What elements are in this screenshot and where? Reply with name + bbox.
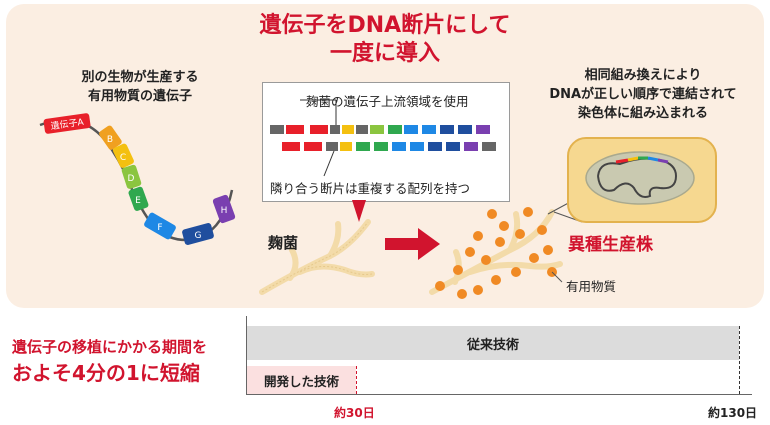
recombination-label-line-1: 相同組み換えにより: [584, 68, 702, 83]
gene-segment-d-label: D: [128, 174, 135, 184]
gene-segment-f: F: [144, 212, 176, 240]
recombination-label: 相同組み換えにより DNAが正しい順序で連結されて 染色体に組み込まれる: [528, 66, 758, 123]
gene-segment-b-label: B: [107, 135, 113, 145]
recombination-label-line-2: DNAが正しい順序で連結されて: [549, 87, 737, 102]
tick-label-30-days: 約30日: [334, 406, 375, 420]
gene-segments: 遺伝子A B C D E F G H: [43, 113, 236, 245]
useful-leader: [551, 271, 563, 283]
koji-label: 麹菌: [268, 234, 299, 252]
conventional-tech-label: 従来技術: [466, 337, 519, 353]
developed-tech-label: 開発した技術: [263, 373, 339, 389]
period-comparison-timeline: 従来技術 開発した技術 約30日 約130日: [246, 316, 766, 420]
summary-line-2: およそ4分の1に短縮: [12, 361, 200, 385]
tick-label-130-days: 約130日: [708, 406, 758, 420]
developed-tech-bar: 開発した技術: [247, 366, 356, 394]
marker-130-days: [739, 326, 740, 394]
title-line-1: 遺伝子をDNA断片にして: [259, 13, 511, 38]
source-gene-label-line-1: 別の生物が生産する: [81, 70, 199, 85]
gene-segment-h-label: H: [221, 206, 228, 216]
gene-segment-e-label: E: [135, 196, 141, 206]
main-title: 遺伝子をDNA断片にして 一度に導入: [150, 12, 620, 68]
gene-segment-b: B: [99, 125, 122, 150]
hetero-strain-label: 異種生産株: [568, 235, 653, 255]
fragment-row-1: [270, 125, 490, 134]
gene-segment-f-label: F: [157, 223, 162, 233]
gene-segment-c-label: C: [120, 153, 126, 163]
callout-pointer: [352, 200, 366, 222]
timeline-axis-vertical: [246, 316, 247, 394]
source-gene-label-line-2: 有用物質の遺伝子: [87, 89, 192, 104]
callout-top-text: 麹菌の遺伝子上流領域を使用: [306, 94, 469, 109]
marker-30-days: [356, 366, 357, 394]
gene-segment-e: E: [128, 186, 149, 211]
summary-text: 遺伝子の移植にかかる期間を およそ4分の1に短縮: [12, 336, 242, 388]
timeline-axis-horizontal: [246, 394, 752, 395]
hetero-strain-illustration: [429, 207, 563, 299]
gene-segment-c: C: [112, 143, 134, 168]
cell-chromosome-illustration: [567, 137, 717, 223]
source-gene-label: 別の生物が生産する 有用物質の遺伝子: [40, 68, 240, 106]
gene-segment-d: D: [121, 164, 142, 189]
transform-arrow: [385, 228, 440, 260]
callout-bottom-text: 隣り合う断片は重複する配列を持つ: [270, 181, 471, 196]
conventional-tech-bar: 従来技術: [247, 326, 739, 360]
gene-segment-g-label: G: [195, 231, 202, 241]
gene-segment-a: 遺伝子A: [43, 113, 91, 134]
gene-segment-h: H: [212, 194, 236, 224]
summary-line-1: 遺伝子の移植にかかる期間を: [12, 338, 208, 356]
gene-segment-g: G: [182, 223, 214, 245]
title-line-2: 一度に導入: [329, 41, 440, 66]
fragment-row-2: [282, 142, 496, 151]
recombination-label-line-3: 染色体に組み込まれる: [577, 106, 708, 121]
useful-substance-label: 有用物質: [566, 279, 617, 294]
